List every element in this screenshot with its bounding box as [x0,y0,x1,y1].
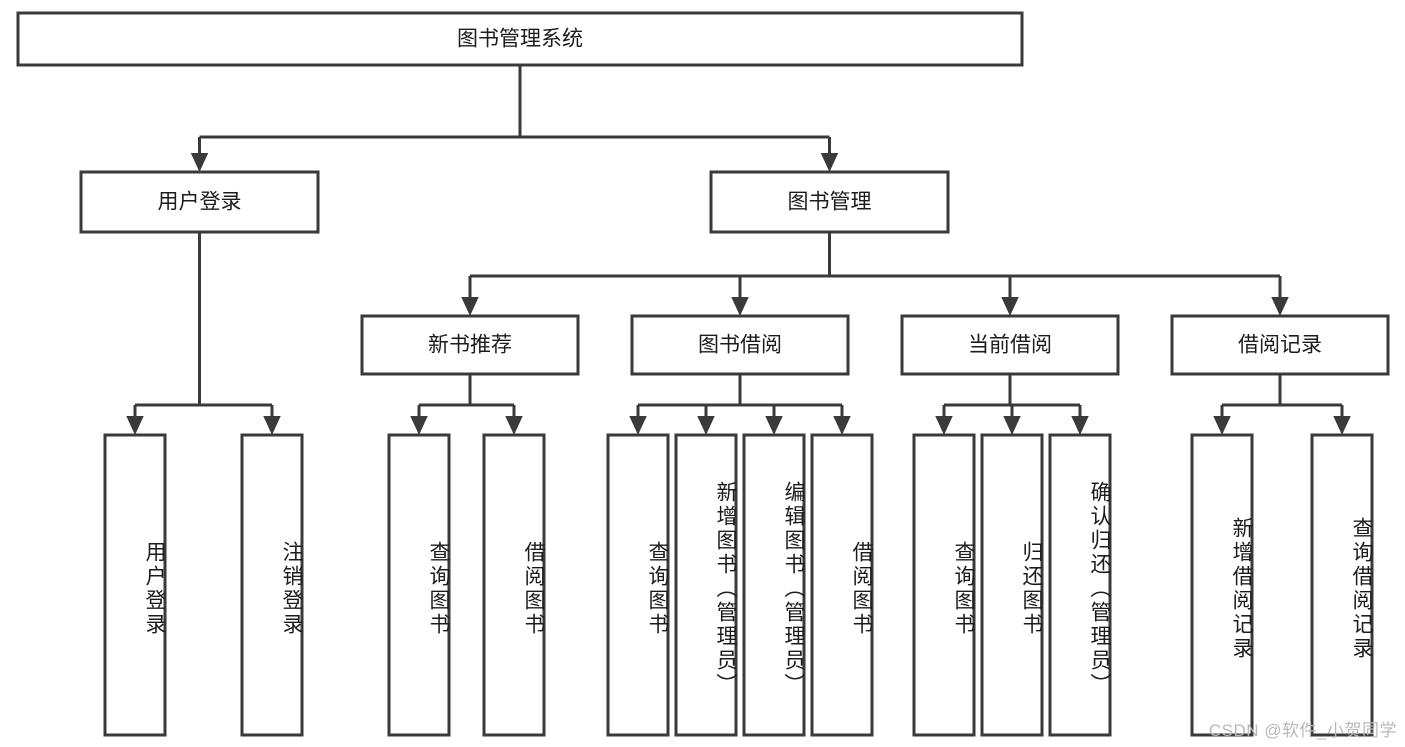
arrow-head-icon [1001,297,1019,316]
node-新书推荐-category[interactable] [360,314,580,376]
node-用户登录-label: 用户登录 [158,191,242,214]
arrow-head-icon [820,153,839,172]
arrow-head-icon [1213,416,1231,435]
node-图书管理系统[interactable] [16,11,1024,67]
node-借阅记录-category[interactable] [1170,314,1390,376]
arrow-head-icon [935,416,953,435]
arrow-head-icon [190,153,209,172]
node-图书借阅-category[interactable] [630,314,850,376]
arrow-head-icon [1003,416,1021,435]
arrow-head-icon [731,297,749,316]
leaf-9-归还图书[interactable] [980,433,1044,737]
node-图书管理-label: 图书管理 [788,191,872,214]
node-用户登录[interactable] [79,170,320,234]
leaf-5-新增图书管理员[interactable] [674,433,738,737]
node-借阅记录-category-label: 借阅记录 [1238,334,1322,357]
arrow-head-icon [410,416,428,435]
leaf-2-查询图书[interactable] [387,433,451,737]
connector-layer [126,65,1351,435]
leaf-12-查询借阅记录[interactable] [1310,433,1374,737]
csdn-watermark: CSDN @软件_小贺同学 [1208,721,1397,740]
arrow-head-icon [505,416,523,435]
arrow-head-icon [263,416,281,435]
node-当前借阅-category-label: 当前借阅 [968,334,1052,357]
node-新书推荐-category-label: 新书推荐 [428,334,512,357]
arrow-head-icon [833,416,851,435]
leaf-11-新增借阅记录[interactable] [1190,433,1254,737]
leaf-3-借阅图书[interactable] [482,433,546,737]
arrow-head-icon [629,416,647,435]
leaf-8-查询图书[interactable] [912,433,976,737]
arrow-head-icon [1333,416,1351,435]
node-当前借阅-category[interactable] [900,314,1120,376]
arrow-head-icon [126,416,144,435]
leaf-10-确认归还管理员[interactable] [1048,433,1112,737]
leaf-6-编辑图书管理员[interactable] [742,433,806,737]
node-图书管理[interactable] [709,170,950,234]
leaf-0-用户登录[interactable] [103,433,167,737]
arrow-head-icon [1271,297,1289,316]
leaf-7-借阅图书[interactable] [810,433,874,737]
arrow-head-icon [697,416,715,435]
node-box-layer [16,11,1390,737]
arrow-head-icon [765,416,783,435]
arrow-head-icon [1071,416,1089,435]
leaf-4-查询图书[interactable] [606,433,670,737]
leaf-1-注销登录[interactable] [240,433,304,737]
node-图书借阅-category-label: 图书借阅 [698,334,782,357]
root-title-label: 图书管理系统 [457,28,583,51]
arrow-head-icon [461,297,479,316]
